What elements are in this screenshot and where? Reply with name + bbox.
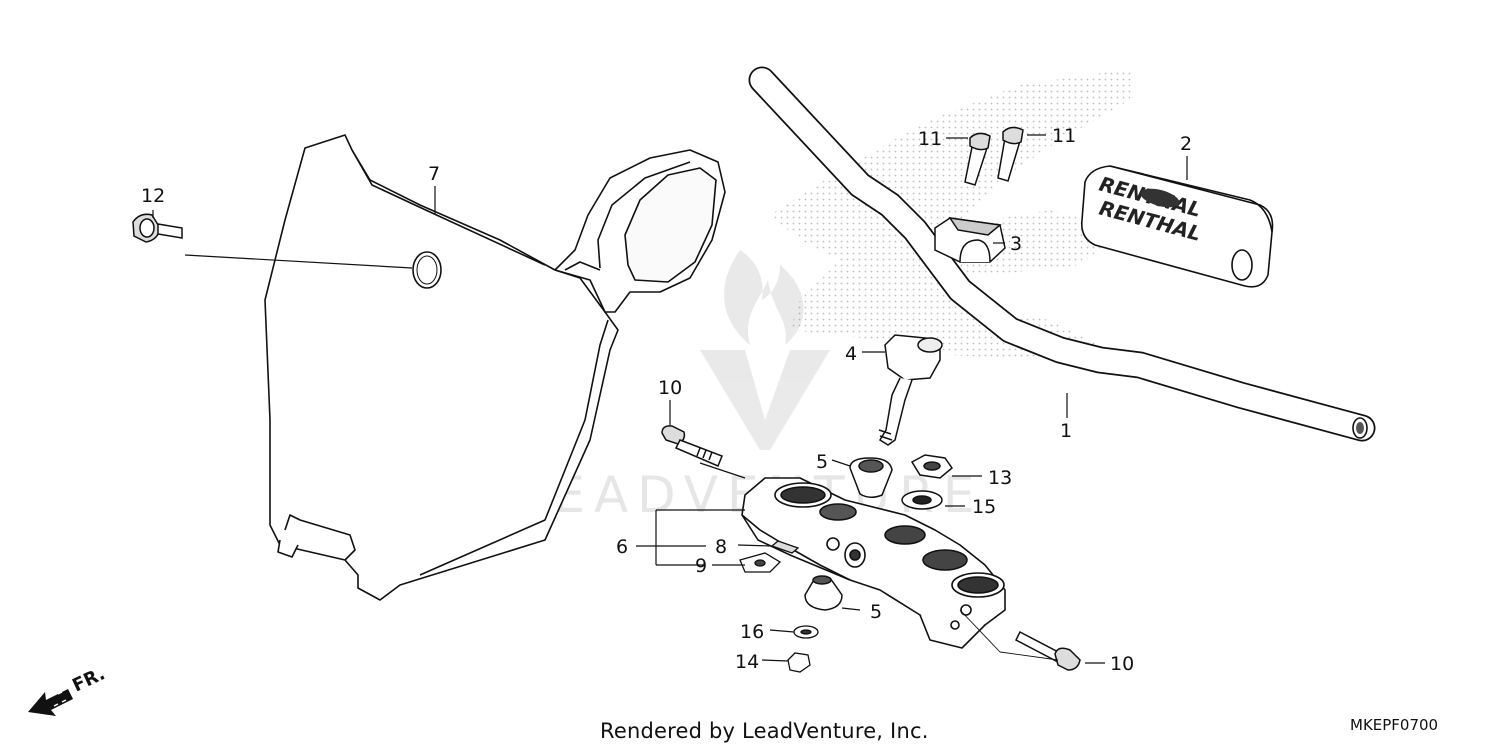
number-plate <box>264 134 726 601</box>
callout-12: 12 <box>141 185 165 207</box>
bolt-10-upper <box>661 425 723 467</box>
callout-5-upper: 5 <box>816 451 828 473</box>
callout-10-upper: 10 <box>658 377 682 399</box>
callout-3: 3 <box>1010 233 1022 255</box>
top-bridge <box>741 477 1006 649</box>
leader-lines <box>152 134 1188 664</box>
callout-1: 1 <box>1060 420 1072 442</box>
front-direction-arrow-icon: FR. <box>28 663 108 716</box>
nut-13 <box>910 454 954 479</box>
rubber-5-upper <box>849 457 893 498</box>
callout-11-right: 11 <box>1052 125 1076 147</box>
callout-9: 9 <box>695 555 707 577</box>
bar-pad: RENTHAL RENTHAL <box>1080 165 1274 288</box>
callout-15: 15 <box>972 496 996 518</box>
part-8 <box>770 540 800 554</box>
callout-7: 7 <box>428 163 440 185</box>
callout-2: 2 <box>1180 133 1192 155</box>
front-direction-label: FR. <box>69 663 108 696</box>
nut-14 <box>787 652 811 673</box>
handlebar <box>748 66 1376 442</box>
callouts: 1 2 3 4 5 5 6 7 8 9 10 10 11 11 12 13 14… <box>141 125 1192 675</box>
bolt-11-right <box>997 126 1024 182</box>
rubber-5-lower <box>804 575 843 611</box>
callout-5-lower: 5 <box>870 601 882 623</box>
diagram-code: MKEPF0700 <box>1350 716 1439 734</box>
bolt-12 <box>132 213 183 243</box>
callout-8: 8 <box>715 536 727 558</box>
callout-14: 14 <box>735 651 759 673</box>
lower-holder <box>878 334 943 446</box>
callout-16: 16 <box>740 621 764 643</box>
part-9 <box>739 552 782 573</box>
callout-6: 6 <box>616 536 628 558</box>
bolt-11-left <box>964 132 991 186</box>
render-credit: Rendered by LeadVenture, Inc. <box>600 719 929 743</box>
upper-holder <box>934 217 1006 263</box>
callout-11-left: 11 <box>918 128 942 150</box>
washer-15 <box>901 490 943 510</box>
washer-16 <box>793 625 819 639</box>
callout-4: 4 <box>845 343 857 365</box>
watermark-logo <box>700 250 830 450</box>
callout-10-lower: 10 <box>1110 653 1134 675</box>
bolt-10-lower <box>1015 630 1081 671</box>
callout-13: 13 <box>988 467 1012 489</box>
wing-shadow <box>770 68 1135 360</box>
